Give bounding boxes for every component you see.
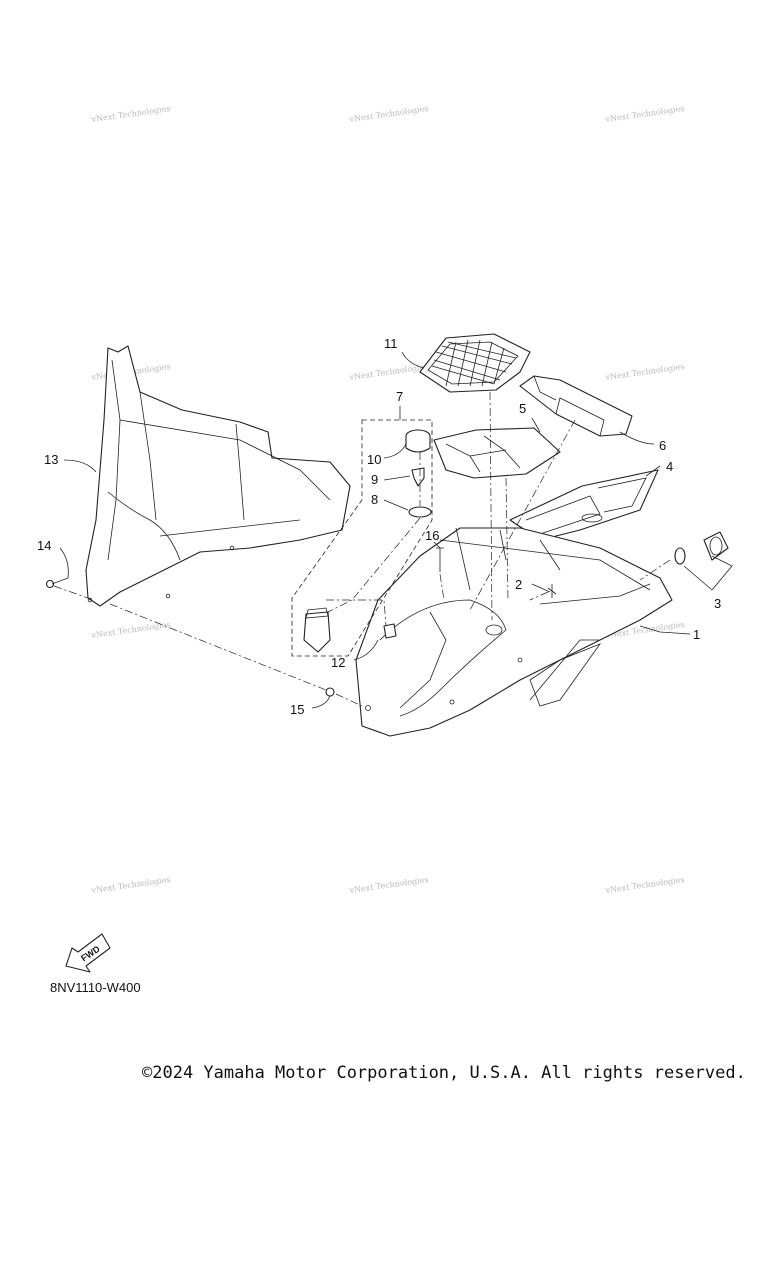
part-5-mat <box>433 427 561 479</box>
forward-arrow-icon: FWD <box>65 933 111 973</box>
callout-12: 12 <box>331 655 345 670</box>
callout-3: 3 <box>714 596 721 611</box>
watermark: vNext Technologies <box>604 875 685 895</box>
part-13-front-cowl <box>85 345 351 607</box>
callout-14: 14 <box>37 538 51 553</box>
callout-16: 16 <box>425 528 439 543</box>
copyright-notice: ©2024 Yamaha Motor Corporation, U.S.A. A… <box>142 1063 746 1083</box>
part-11-storage-tray <box>419 333 531 393</box>
part-14-fastener <box>45 579 55 589</box>
part-4-side-mat <box>509 469 659 541</box>
part-15-nut <box>325 687 335 697</box>
leader-lines <box>51 351 733 709</box>
callout-1: 1 <box>693 627 700 642</box>
part-1-deck <box>355 527 673 737</box>
callout-10: 10 <box>367 452 381 467</box>
watermark: vNext Technologies <box>604 104 685 124</box>
watermark: vNext Technologies <box>90 620 171 640</box>
part-2-screw <box>547 584 557 598</box>
callout-11: 11 <box>384 336 398 351</box>
watermark: vNext Technologies <box>348 362 429 382</box>
watermark: vNext Technologies <box>348 104 429 124</box>
callout-9: 9 <box>371 472 378 487</box>
callout-4: 4 <box>666 459 673 474</box>
callout-15: 15 <box>290 702 304 717</box>
callout-8: 8 <box>371 492 378 507</box>
part-6-lid <box>519 375 633 437</box>
callout-6: 6 <box>659 438 666 453</box>
parts-7-10-fitting-assembly <box>291 419 433 657</box>
watermark: vNext Technologies <box>90 104 171 124</box>
part-3-plug-set <box>674 531 729 565</box>
callout-7: 7 <box>396 389 403 404</box>
watermark: vNext Technologies <box>604 362 685 382</box>
part-12-fitting <box>383 623 397 639</box>
watermark: vNext Technologies <box>90 875 171 895</box>
assembly-lines <box>53 391 671 707</box>
diagram-code: 8NV1110-W400 <box>50 980 141 995</box>
callouts: 1 2 3 4 5 6 7 8 9 10 11 12 13 14 15 16 <box>37 336 721 717</box>
callout-2: 2 <box>515 577 522 592</box>
callout-5: 5 <box>519 401 526 416</box>
watermark: vNext Technologies <box>348 875 429 895</box>
callout-13: 13 <box>44 452 58 467</box>
